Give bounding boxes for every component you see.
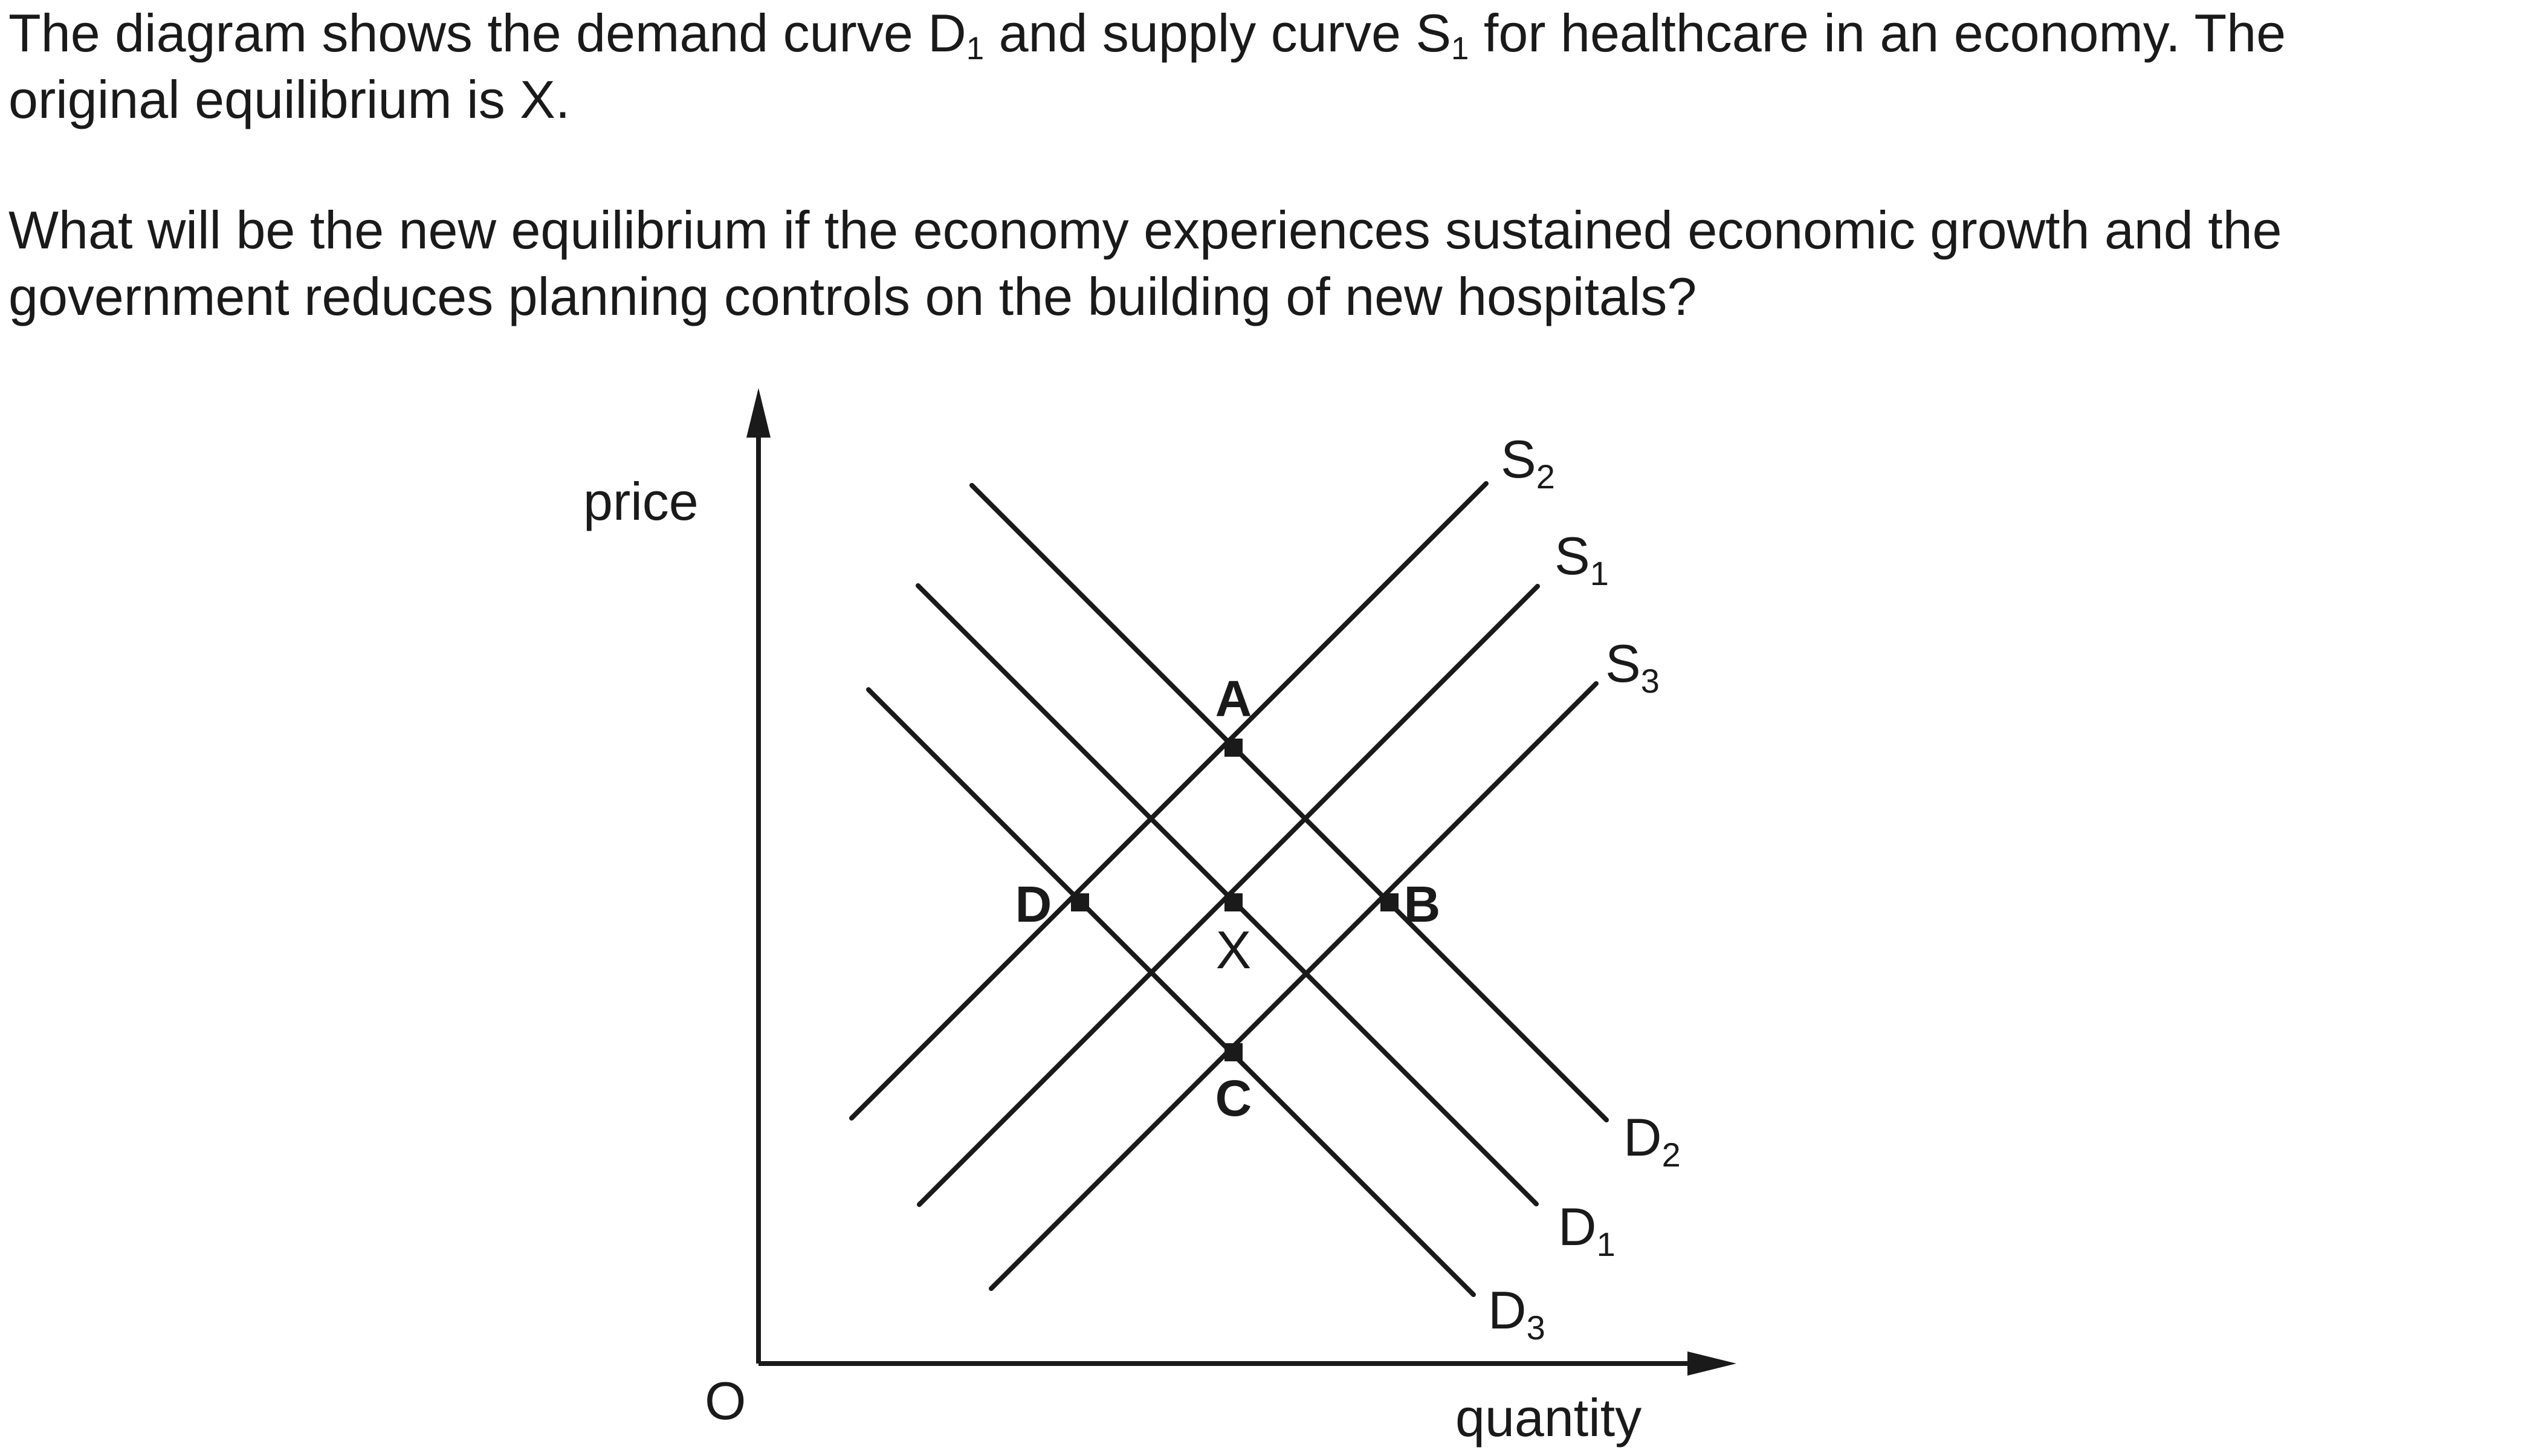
x-axis-arrowhead (1687, 1351, 1736, 1376)
y-axis-label: price (583, 471, 699, 531)
point-a-marker (1224, 739, 1243, 757)
demand-curve-d2 (969, 483, 1609, 1122)
curve-label-s2: S2 (1501, 429, 1555, 496)
question-paragraph-2: What will be the new equilibrium if the … (8, 200, 2282, 326)
point-b-marker (1380, 893, 1399, 911)
supply-curve-s2 (849, 481, 1489, 1121)
curve-label-d2: D2 (1623, 1107, 1681, 1174)
question-text: The diagram shows the demand curve D1 an… (8, 0, 2517, 330)
curve-label-s3: S3 (1605, 633, 1660, 700)
point-label-b: B (1404, 876, 1441, 933)
y-axis-arrowhead (746, 388, 771, 438)
point-label-c: C (1215, 1070, 1252, 1127)
origin-label: O (705, 1371, 746, 1431)
point-x-marker (1224, 893, 1243, 911)
point-label-x: X (1216, 920, 1252, 980)
point-c-marker (1224, 1043, 1243, 1061)
curve-label-s1: S1 (1554, 526, 1609, 592)
point-label-a: A (1215, 670, 1252, 727)
point-d-marker (1071, 893, 1089, 911)
point-label-d: D (1015, 876, 1052, 933)
curve-label-d3: D3 (1488, 1280, 1545, 1347)
curve-label-d1: D1 (1558, 1197, 1616, 1263)
x-axis-label: quantity (1455, 1388, 1641, 1448)
question-paragraph-1: The diagram shows the demand curve D1 an… (8, 3, 2286, 129)
supply-curve-s3 (989, 681, 1599, 1291)
demand-curve-d3 (866, 687, 1476, 1297)
